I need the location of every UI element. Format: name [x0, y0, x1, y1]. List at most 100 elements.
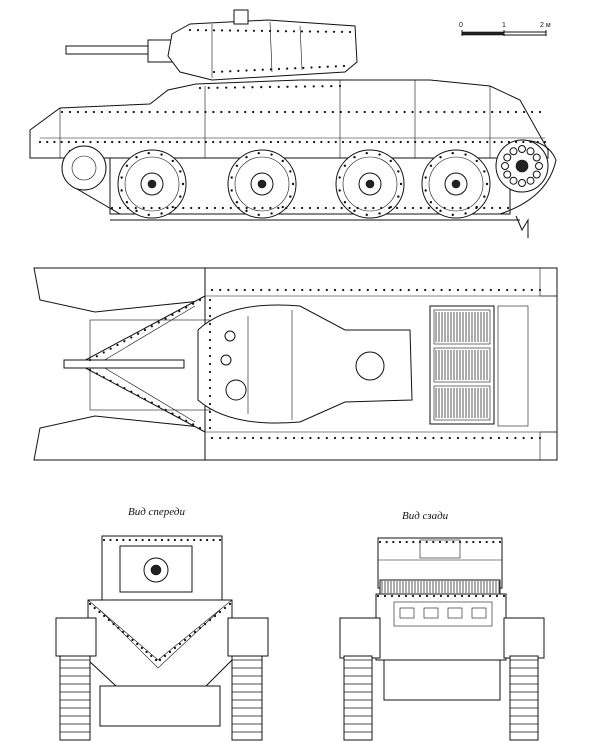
rivet: [276, 140, 280, 144]
rivet: [74, 140, 78, 144]
rivet: [131, 638, 134, 642]
rivet: [439, 594, 443, 598]
rivet: [166, 206, 169, 210]
tire-bolt: [245, 209, 248, 213]
rivet: [228, 29, 232, 32]
rivet: [68, 110, 72, 114]
rivet: [115, 538, 118, 542]
rivet: [103, 140, 107, 144]
rivet: [204, 29, 208, 32]
sprocket-hub: [515, 159, 529, 173]
rivet: [325, 436, 328, 440]
rivet: [251, 86, 254, 89]
rivet: [339, 110, 342, 114]
rivet: [300, 30, 304, 33]
rivet: [122, 538, 125, 542]
rivet: [498, 540, 502, 544]
rivet: [489, 288, 492, 292]
rivet: [268, 436, 271, 440]
rivet: [46, 140, 49, 144]
rivet: [109, 347, 112, 350]
rivet: [197, 140, 200, 144]
rivet: [451, 206, 454, 210]
rivet: [440, 288, 443, 292]
tire-bolt: [451, 213, 454, 217]
rivet: [199, 538, 202, 542]
rivet: [95, 355, 98, 358]
rivet: [208, 418, 212, 422]
rivet: [451, 110, 454, 114]
rivet: [459, 110, 462, 114]
rivet: [276, 110, 279, 114]
tire-bolt: [235, 201, 239, 204]
tire-bolt: [160, 153, 163, 156]
rivet: [435, 206, 438, 210]
rear-track-right: [509, 655, 539, 741]
rivet: [277, 206, 280, 210]
rivet: [154, 140, 157, 144]
rivet: [442, 140, 446, 144]
rivet: [507, 110, 510, 114]
rivet: [506, 206, 510, 210]
tire-bolt: [245, 155, 248, 159]
rivet: [277, 85, 280, 88]
rivet: [173, 538, 176, 542]
rivet: [418, 594, 422, 598]
rivet: [318, 66, 321, 69]
top-view: [33, 267, 558, 461]
rivet: [414, 140, 417, 144]
tire-bolt: [171, 205, 174, 209]
rivet: [284, 288, 287, 292]
rivet: [227, 436, 230, 440]
rivet: [473, 436, 476, 440]
tire-bolt: [483, 170, 486, 173]
rivet: [244, 29, 248, 32]
rivet: [124, 110, 127, 114]
tire-bolt: [125, 164, 129, 167]
rivet: [475, 206, 478, 210]
rivet: [307, 110, 311, 114]
rivet: [399, 140, 402, 144]
rivet: [172, 110, 175, 114]
rivet: [453, 594, 457, 598]
rivet: [363, 110, 366, 114]
rivet: [348, 206, 351, 210]
rivet: [245, 69, 248, 72]
rivet: [321, 85, 324, 88]
rivet: [448, 436, 451, 440]
rivet: [385, 140, 388, 144]
rivet: [341, 140, 345, 144]
rivet: [380, 206, 383, 210]
rivet: [460, 594, 464, 598]
rivet: [76, 110, 80, 114]
rivet: [333, 288, 337, 292]
engine-grille: [429, 305, 495, 425]
rivet: [203, 622, 207, 626]
rivet: [464, 140, 467, 144]
rivet: [193, 630, 197, 634]
rivet: [483, 206, 486, 210]
rivet: [88, 358, 92, 362]
rivet: [313, 140, 316, 144]
rivet: [435, 140, 438, 144]
rivet: [53, 140, 56, 144]
rivet: [317, 436, 320, 440]
rivet: [186, 538, 189, 542]
rivet: [237, 69, 240, 72]
rivet: [185, 419, 188, 422]
rivet: [492, 540, 495, 544]
tire-bolt: [257, 151, 260, 155]
rivet: [291, 140, 294, 144]
rivet: [102, 538, 106, 542]
rivet: [67, 140, 70, 144]
rivet: [478, 540, 482, 544]
rivet: [158, 206, 161, 210]
rivet: [226, 140, 229, 144]
sprocket-hole: [526, 176, 535, 185]
rivet: [269, 140, 272, 144]
sprocket-hole: [526, 147, 535, 156]
rivet: [164, 317, 167, 320]
rivet: [277, 67, 281, 71]
rivet: [174, 206, 177, 210]
rivet: [190, 206, 193, 210]
